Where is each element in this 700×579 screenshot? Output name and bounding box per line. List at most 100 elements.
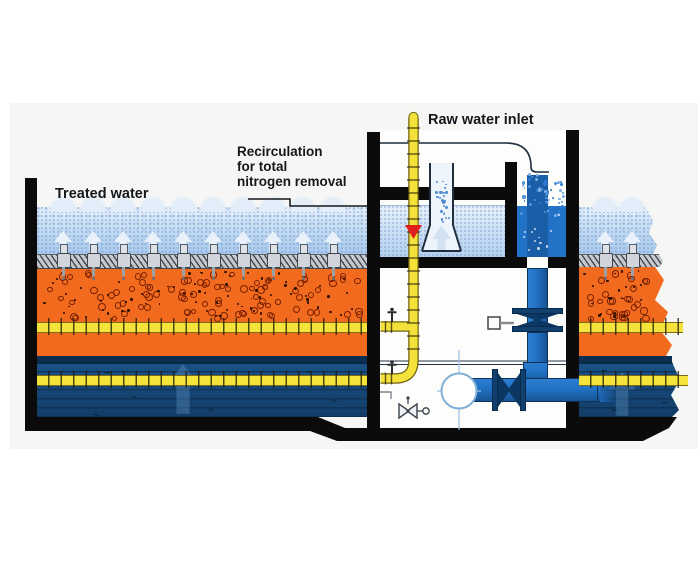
riser-water-dot (435, 190, 439, 194)
media-dot (639, 284, 642, 286)
media-dot (99, 299, 102, 302)
chamber-left-wall (367, 132, 380, 431)
inlet-splash-dot (519, 211, 524, 216)
pipe-flange-ticks (37, 371, 372, 388)
media-dot (201, 271, 204, 274)
media-bead (629, 285, 637, 293)
inlet-splash-dot (545, 200, 548, 204)
filter-nozzle-tail (302, 267, 305, 276)
media-bead (58, 295, 64, 302)
filter-nozzle-tip (122, 277, 125, 280)
filter-nozzle-tip (272, 277, 275, 280)
riser-water-dot (435, 196, 438, 199)
inlet-splash-dot (560, 201, 563, 203)
chamber-inner-wall (505, 162, 517, 257)
media-dot (345, 292, 348, 295)
water-plume (79, 196, 107, 212)
media-dot (101, 309, 104, 312)
media-bead (184, 276, 192, 285)
media-dot (55, 277, 58, 280)
media-bead (329, 279, 337, 288)
valve-knob (390, 360, 394, 364)
media-dot (607, 297, 610, 300)
media-dot (285, 281, 288, 283)
media-dot (267, 278, 271, 282)
chamber-right-wall (566, 130, 579, 441)
media-bead (598, 277, 606, 285)
inlet-splash-dot (529, 202, 533, 207)
media-dot (205, 309, 208, 312)
media-bead (611, 270, 620, 278)
riser-water-dot (443, 211, 446, 214)
riser-water-dot (440, 218, 444, 221)
inlet-splash-dot (545, 196, 549, 200)
media-bead (139, 279, 147, 287)
filter-nozzle-tip (152, 277, 155, 280)
inlet-splash-dot (554, 182, 557, 185)
media-bead (641, 278, 648, 285)
media-dot (606, 280, 609, 283)
media-dot (608, 297, 612, 301)
media-dot (158, 303, 161, 306)
filter-nozzle-tail (212, 267, 215, 276)
filter-nozzle-tip (242, 277, 245, 280)
inlet-splash-dot (546, 190, 550, 194)
recirculation-label: Recirculation for total nitrogen removal (237, 144, 347, 189)
riser-water-dot (445, 191, 449, 195)
media-dot (62, 311, 65, 314)
media-bead (167, 285, 176, 293)
inlet-splash-dot (547, 198, 550, 201)
media-dot (639, 298, 642, 301)
media-dot (620, 297, 623, 299)
media-bead (620, 311, 628, 319)
media-dot (258, 296, 262, 299)
water-plume (259, 196, 287, 212)
media-dot (225, 283, 229, 286)
media-dot (623, 315, 625, 317)
filter-nozzle-tail (604, 267, 607, 276)
media-dot (188, 272, 191, 275)
filter-nozzle-tail (332, 267, 335, 276)
media-bead (296, 294, 304, 302)
inlet-splash-dot (556, 213, 560, 217)
media-bead (137, 304, 144, 311)
media-dot (317, 306, 320, 309)
media-bead (252, 293, 259, 300)
filter-nozzle-tail (152, 267, 155, 276)
media-bead (190, 291, 197, 298)
media-dot (327, 295, 330, 298)
media-bead (640, 307, 648, 315)
media-dot (598, 314, 601, 318)
inlet-splash-dot (543, 181, 547, 186)
inlet-foam-dot (558, 214, 561, 217)
media-dot (241, 305, 244, 308)
drain-line (380, 391, 392, 399)
inlet-splash-dot (558, 210, 562, 213)
inlet-foam-dot (537, 247, 540, 250)
yellow-pipe-ticks (407, 127, 420, 350)
inlet-splash-dot (522, 195, 526, 199)
media-dot (592, 284, 594, 287)
media-bead (202, 301, 209, 308)
media-dot (199, 271, 202, 274)
water-plume (591, 196, 619, 212)
media-dot (277, 272, 280, 275)
water-plume (618, 196, 646, 212)
media-dot (319, 284, 322, 287)
water-plume (289, 196, 317, 212)
media-bead (265, 276, 273, 284)
media-bead (224, 285, 232, 293)
inlet-foam-dot (530, 230, 534, 234)
media-bead (190, 308, 197, 314)
media-bead (297, 279, 305, 287)
inlet-splash-dot (553, 214, 557, 218)
inlet-splash-dot (527, 184, 531, 188)
filter-nozzle-tail (62, 267, 65, 276)
media-dot (182, 292, 186, 295)
inlet-splash-dot (521, 184, 524, 187)
raw-water-inlet-label: Raw water inlet (428, 112, 534, 128)
inlet-splash-dot (546, 192, 549, 195)
riser-water-dot (444, 206, 448, 210)
